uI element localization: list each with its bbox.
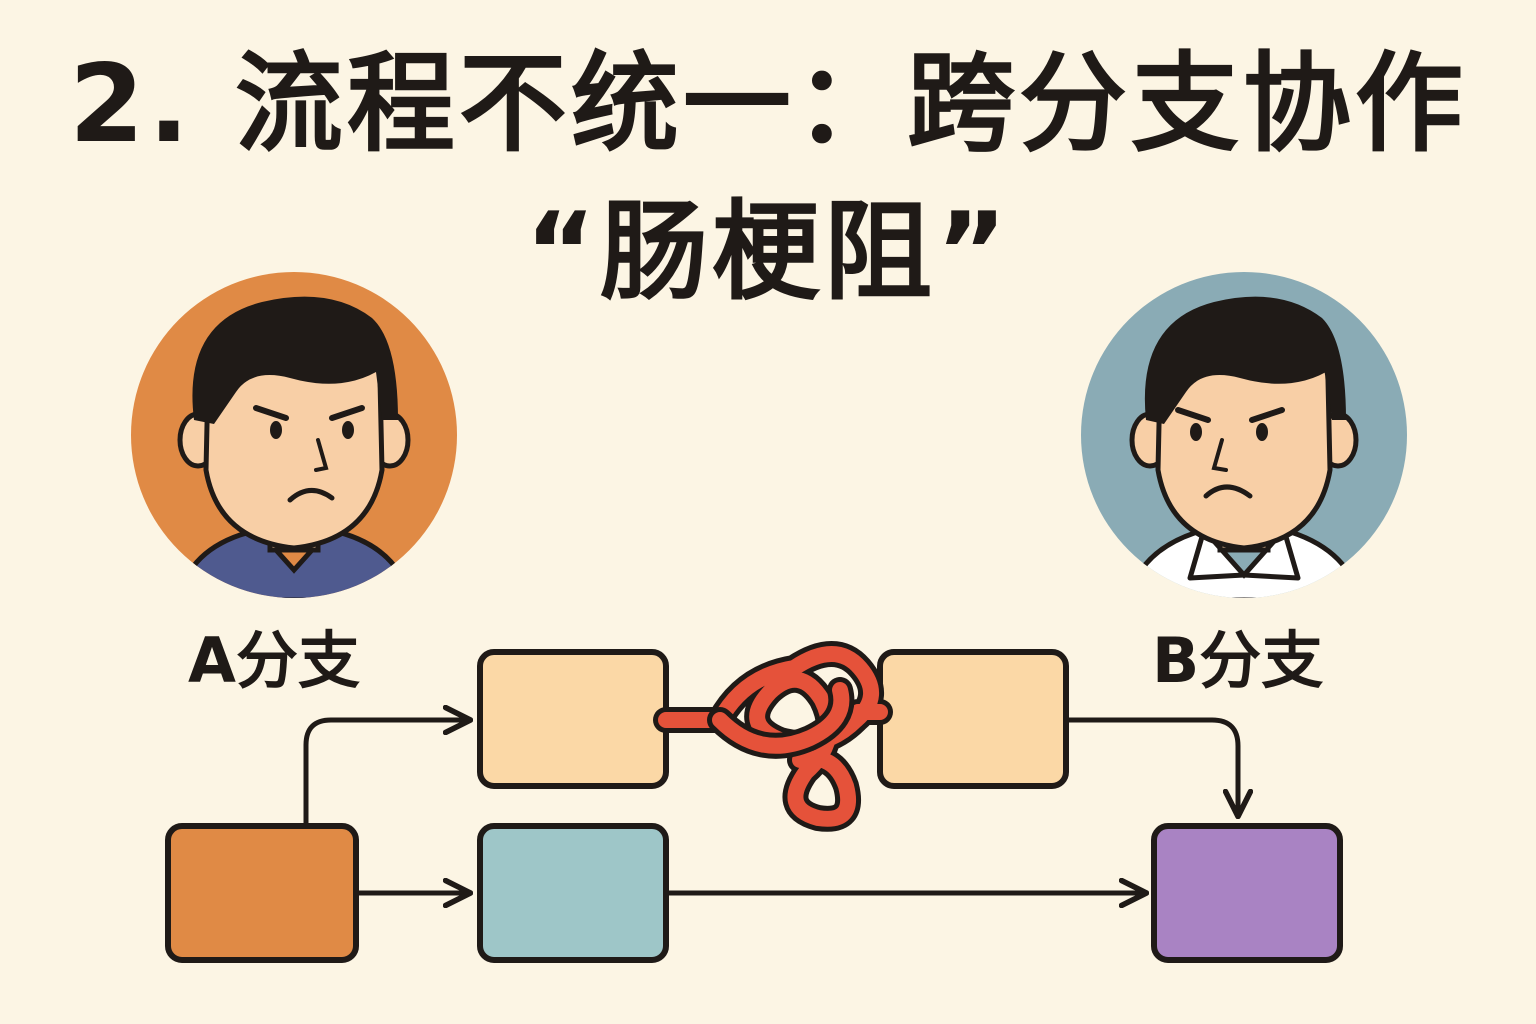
title-line-1: 2. 流程不统一：跨分支协作 (69, 42, 1467, 167)
frowning-person-b-icon (1081, 272, 1407, 598)
tangled-knot-icon (653, 641, 893, 832)
arrow-a-to-peach (303, 720, 468, 829)
title-line-2: “肠梗阻” (525, 190, 1011, 315)
teal-box (477, 823, 669, 963)
branch-a-label: A分支 (188, 624, 360, 697)
branch-b-label: B分支 (1152, 624, 1324, 697)
peach-box-right (877, 649, 1069, 789)
frowning-person-a-icon (131, 272, 457, 598)
arrow-peach-to-purple (1065, 717, 1238, 814)
peach-box-left (477, 649, 669, 789)
purple-box (1151, 823, 1343, 963)
orange-box (165, 823, 359, 963)
